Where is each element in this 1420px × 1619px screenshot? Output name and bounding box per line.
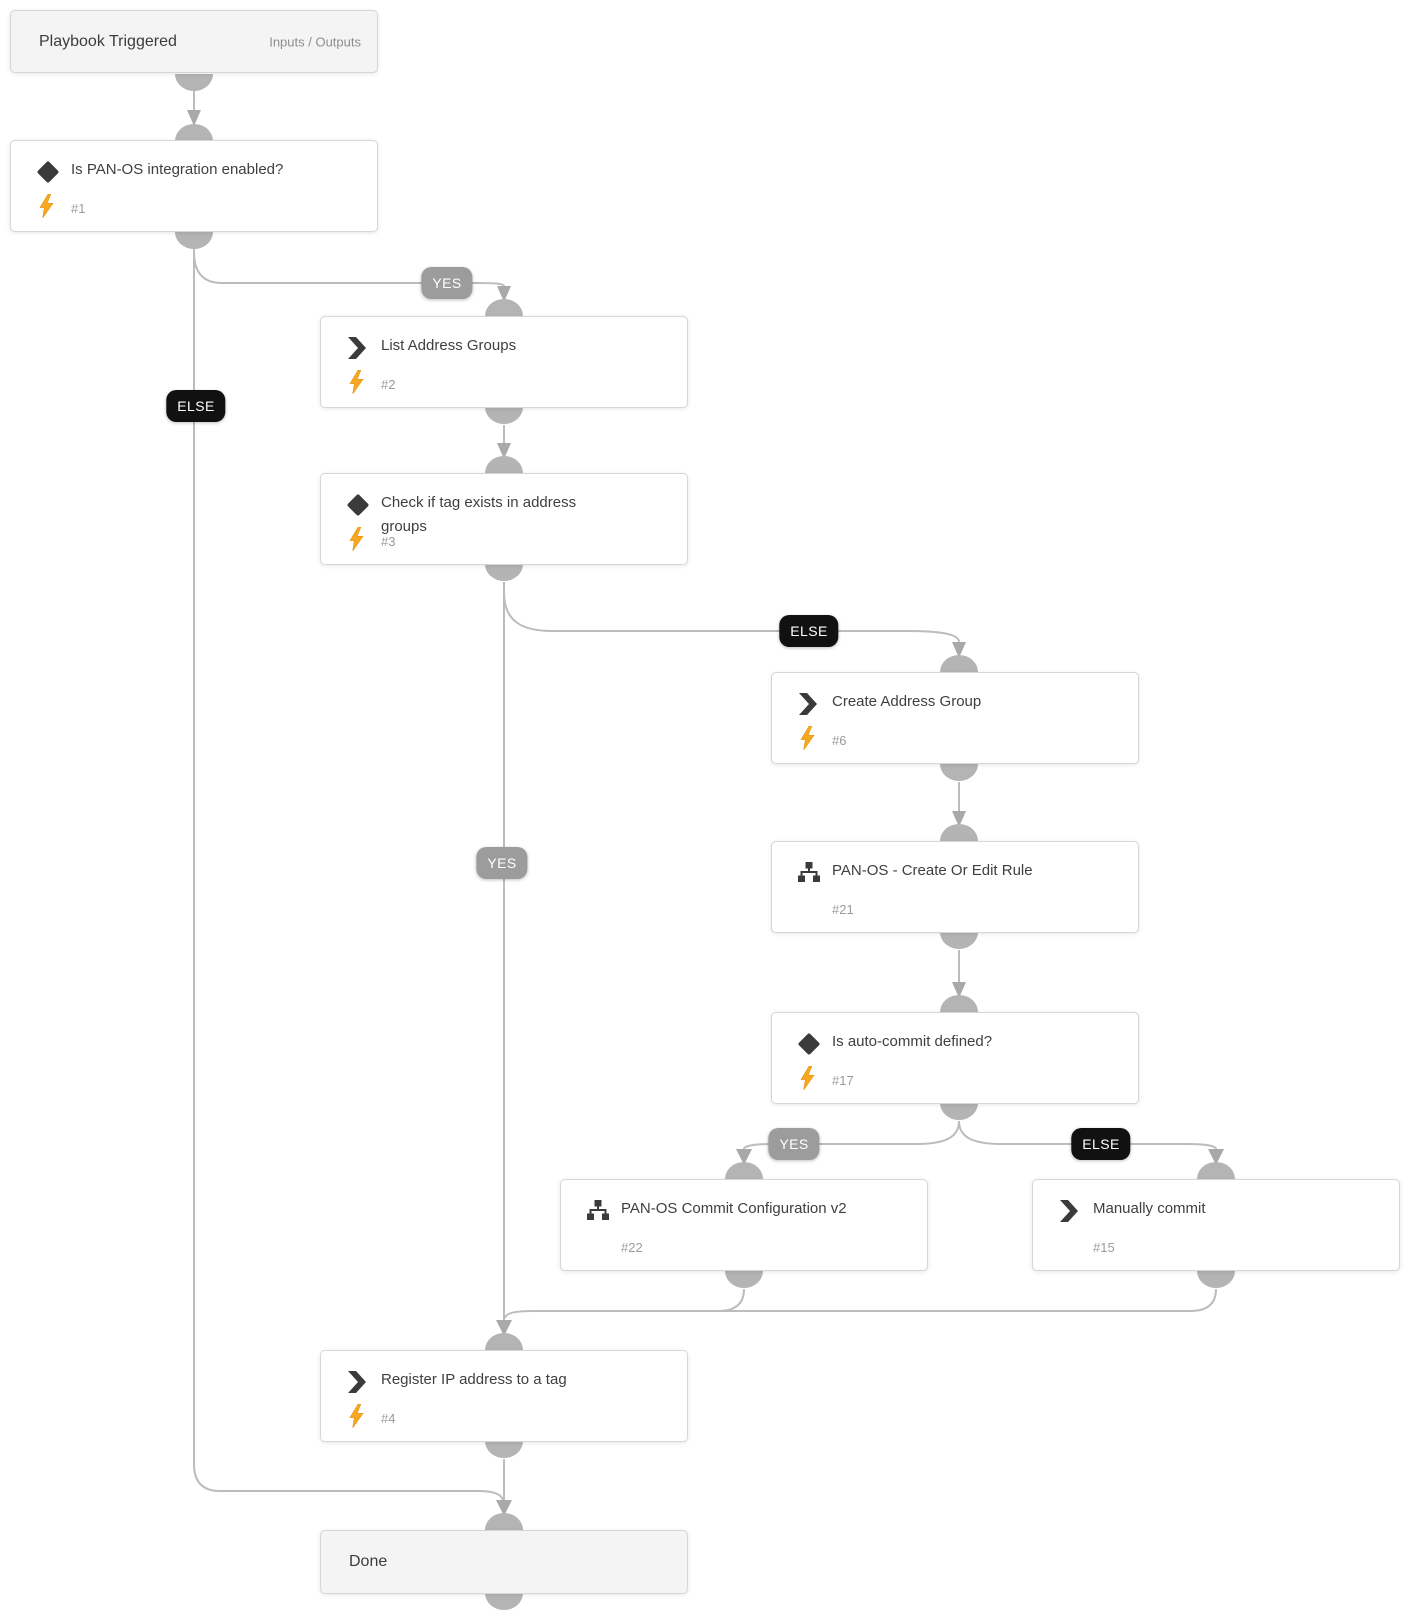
- node-title: PAN-OS Commit Configuration v2: [621, 1200, 847, 1217]
- task-number: #2: [381, 377, 396, 392]
- node-title: Register IP address to a tag: [381, 1371, 567, 1388]
- task-number: #17: [832, 1073, 854, 1088]
- node-playbook-triggered[interactable]: Playbook Triggered Inputs / Outputs: [10, 10, 378, 73]
- automation-bolt-icon: [800, 726, 815, 750]
- automation-bolt-icon: [349, 370, 364, 394]
- node-title: Is PAN-OS integration enabled?: [71, 161, 284, 178]
- task-number: #22: [621, 1240, 643, 1255]
- automation-bolt-icon: [39, 194, 54, 218]
- branch-label-yes: YES: [476, 847, 528, 879]
- node-title: Create Address Group: [832, 693, 982, 710]
- task-number: #3: [381, 534, 396, 549]
- branch-label-yes: YES: [768, 1128, 820, 1160]
- task-number: #1: [71, 201, 86, 216]
- task-number: #21: [832, 902, 854, 917]
- task-chevron-icon: [799, 693, 817, 715]
- node-is-panos-integration-enabled[interactable]: Is PAN-OS integration enabled? #1: [10, 140, 378, 232]
- task-number: #15: [1093, 1240, 1115, 1255]
- automation-bolt-icon: [349, 527, 364, 551]
- condition-diamond-icon: [797, 1032, 821, 1056]
- node-check-tag-exists[interactable]: Check if tag exists in address groups #3: [320, 473, 688, 565]
- automation-bolt-icon: [800, 1066, 815, 1090]
- task-number: #6: [832, 733, 847, 748]
- node-manually-commit[interactable]: Manually commit #15: [1032, 1179, 1400, 1271]
- node-done[interactable]: Done: [320, 1530, 688, 1594]
- node-title: PAN-OS - Create Or Edit Rule: [832, 862, 1033, 879]
- node-title: Done: [349, 1553, 388, 1570]
- task-chevron-icon: [348, 1371, 366, 1393]
- sub-playbook-sitemap-icon: [587, 1200, 609, 1220]
- node-is-auto-commit-defined[interactable]: Is auto-commit defined? #17: [771, 1012, 1139, 1104]
- node-title: Playbook Triggered: [39, 32, 177, 50]
- node-panos-commit-configuration-v2[interactable]: PAN-OS Commit Configuration v2 #22: [560, 1179, 928, 1271]
- branch-label-yes: YES: [421, 267, 473, 299]
- condition-diamond-icon: [346, 493, 370, 517]
- automation-bolt-icon: [349, 1404, 364, 1428]
- node-title: List Address Groups: [381, 337, 517, 354]
- branch-label-else: ELSE: [166, 390, 226, 422]
- branch-label-else: ELSE: [779, 615, 839, 647]
- node-register-ip-to-tag[interactable]: Register IP address to a tag #4: [320, 1350, 688, 1442]
- node-title: Check if tag exists in address groups: [381, 494, 577, 535]
- node-create-address-group[interactable]: Create Address Group #6: [771, 672, 1139, 764]
- inputs-outputs-link[interactable]: Inputs / Outputs: [269, 34, 361, 49]
- task-number: #4: [381, 1411, 396, 1426]
- node-title: Manually commit: [1093, 1200, 1206, 1217]
- task-chevron-icon: [348, 337, 366, 359]
- branch-label-else: ELSE: [1071, 1128, 1131, 1160]
- condition-diamond-icon: [36, 160, 60, 184]
- task-chevron-icon: [1060, 1200, 1078, 1222]
- node-panos-create-or-edit-rule[interactable]: PAN-OS - Create Or Edit Rule #21: [771, 841, 1139, 933]
- node-title: Is auto-commit defined?: [832, 1033, 993, 1050]
- node-list-address-groups[interactable]: List Address Groups #2: [320, 316, 688, 408]
- sub-playbook-sitemap-icon: [798, 862, 820, 882]
